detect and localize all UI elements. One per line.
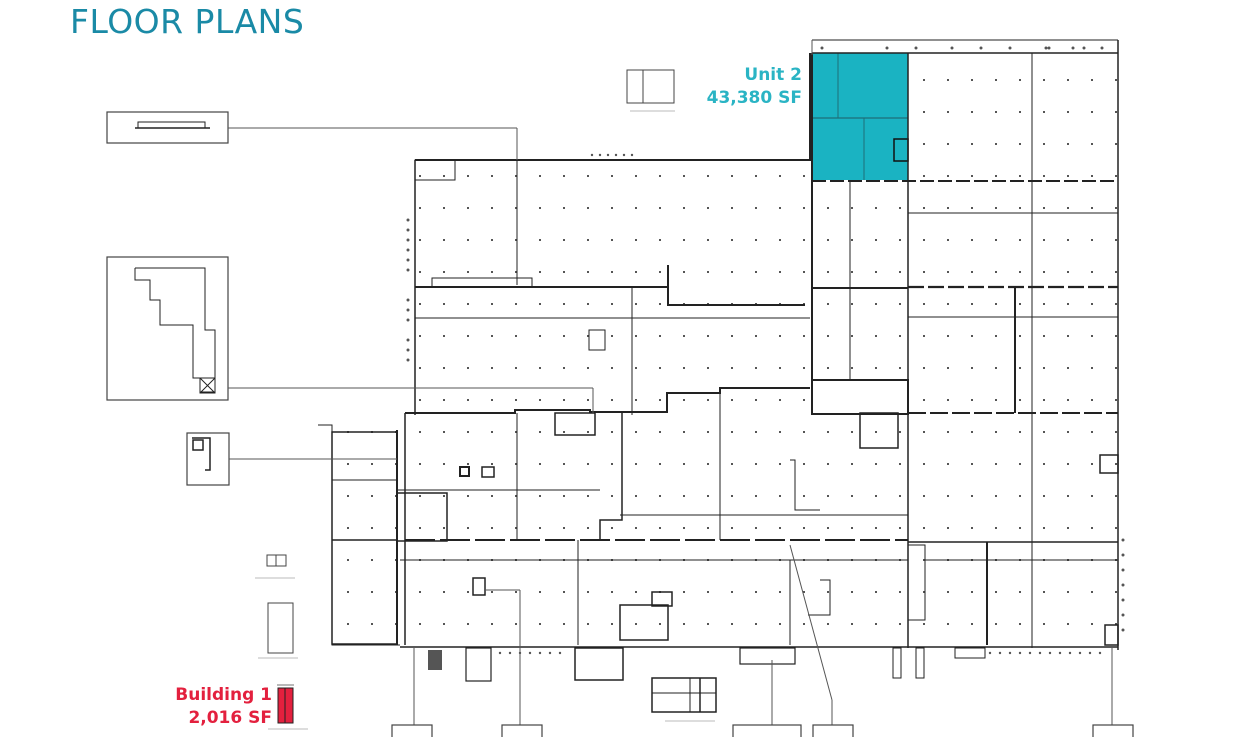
leader-lines	[228, 40, 1113, 725]
faint-plan-labels	[255, 110, 715, 730]
building-1-name: Building 1	[175, 685, 272, 705]
building-1-area: 2,016 SF	[188, 708, 272, 728]
unit-2-area: 43,380 SF	[706, 88, 802, 108]
unit-2-callout: Unit 2 43,380 SF	[690, 64, 802, 110]
unit-2-highlight[interactable]	[812, 53, 909, 180]
main-building	[318, 39, 1119, 713]
column-markers	[406, 46, 1125, 655]
building-1-callout: Building 1 2,016 SF	[150, 684, 272, 730]
building-1-highlight[interactable]	[277, 684, 294, 724]
detail-insets	[106, 69, 675, 654]
bottom-insets	[391, 724, 1134, 737]
unit-2-name: Unit 2	[744, 65, 802, 85]
inset-box-2	[106, 256, 229, 401]
page-title: FLOOR PLANS	[70, 2, 305, 41]
